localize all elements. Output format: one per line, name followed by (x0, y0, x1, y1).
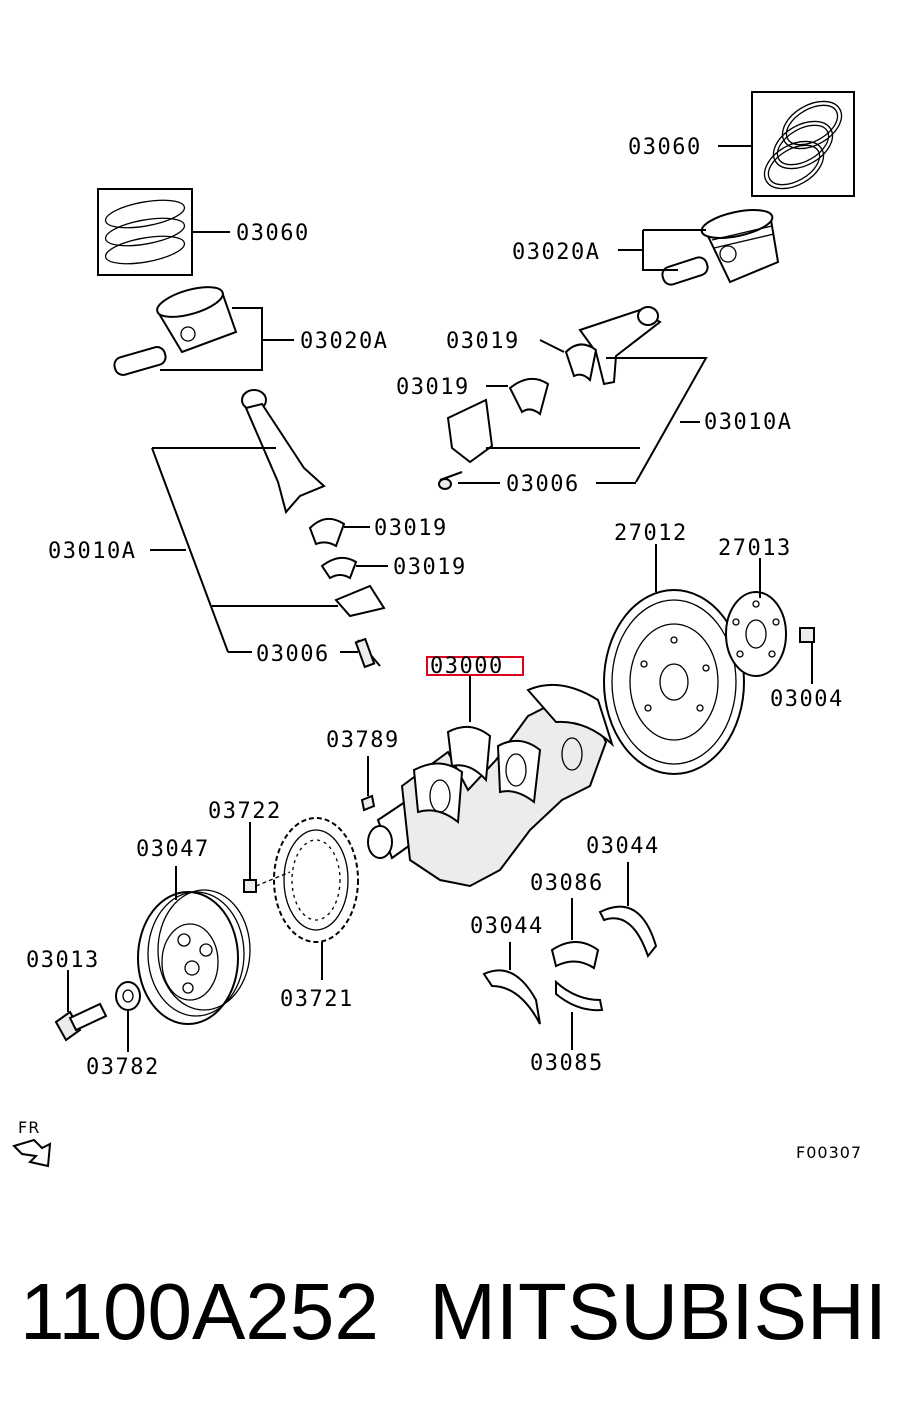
label-key: 03789 (326, 728, 400, 753)
connecting-rod-right[interactable] (438, 306, 662, 490)
part-number: 1100A252 (20, 1267, 379, 1356)
label-bearing-left-2: 03019 (393, 555, 467, 580)
label-bearing-upper-right-2: 03019 (396, 375, 470, 400)
label-bolt-right: 03006 (506, 472, 580, 497)
label-piston-right: 03020A (512, 240, 600, 265)
label-main-bearing-upper: 03086 (530, 871, 604, 896)
piston-right[interactable] (660, 205, 780, 287)
piston-left[interactable] (113, 281, 238, 377)
caption-bar: 1100A252 MITSUBISHI (0, 1262, 909, 1372)
pulley-bolt[interactable] (54, 1002, 108, 1042)
label-bearing-left-1: 03019 (374, 516, 448, 541)
washer[interactable] (115, 981, 141, 1011)
flywheel-bolt[interactable] (799, 627, 815, 684)
label-pulley-bolt: 03013 (26, 948, 100, 973)
label-pulley: 03047 (136, 837, 210, 862)
brand-name: MITSUBISHI (429, 1267, 887, 1356)
thrust-bearing-lower[interactable] (482, 969, 541, 1025)
crankshaft[interactable] (367, 683, 615, 888)
label-flywheel: 27012 (614, 521, 688, 546)
label-rings-right: 03060 (628, 135, 702, 160)
connecting-rod-left[interactable] (241, 389, 386, 669)
label-sprocket: 03721 (280, 987, 354, 1012)
label-rod-right: 03010A (704, 410, 792, 435)
label-thrust-lower: 03044 (470, 914, 544, 939)
woodruff-key[interactable] (360, 794, 376, 812)
label-rod-left: 03010A (48, 539, 136, 564)
figure-code: F00307 (796, 1143, 862, 1162)
flywheel-adapter-plate[interactable] (725, 591, 787, 677)
label-flywheel-bolt: 03004 (770, 687, 844, 712)
label-rings-left: 03060 (236, 221, 310, 246)
flywheel[interactable] (603, 589, 745, 775)
piston-ring-set-left[interactable] (97, 188, 193, 276)
label-main-bearing-lower: 03085 (530, 1051, 604, 1076)
damper-pulley[interactable] (137, 889, 251, 1025)
front-arrow-icon (12, 1138, 52, 1168)
label-bolt-left: 03006 (256, 642, 330, 667)
label-sprocket-screw: 03722 (208, 799, 282, 824)
thrust-bearing-upper[interactable] (598, 905, 658, 959)
label-thrust-upper: 03044 (586, 834, 660, 859)
front-indicator-label: FR (18, 1118, 40, 1137)
main-bearing-lower[interactable] (555, 979, 604, 1012)
label-bearing-upper-right-1: 03019 (446, 329, 520, 354)
main-bearing-upper[interactable] (550, 941, 600, 970)
piston-ring-set-right[interactable] (751, 91, 855, 199)
crank-sprocket[interactable] (273, 817, 359, 943)
label-crankshaft: 03000 (430, 654, 504, 679)
label-washer: 03782 (86, 1055, 160, 1080)
label-piston-left: 03020A (300, 329, 388, 354)
label-flywheel-plate: 27013 (718, 536, 792, 561)
crankshaft-highlight-box[interactable] (426, 656, 524, 676)
